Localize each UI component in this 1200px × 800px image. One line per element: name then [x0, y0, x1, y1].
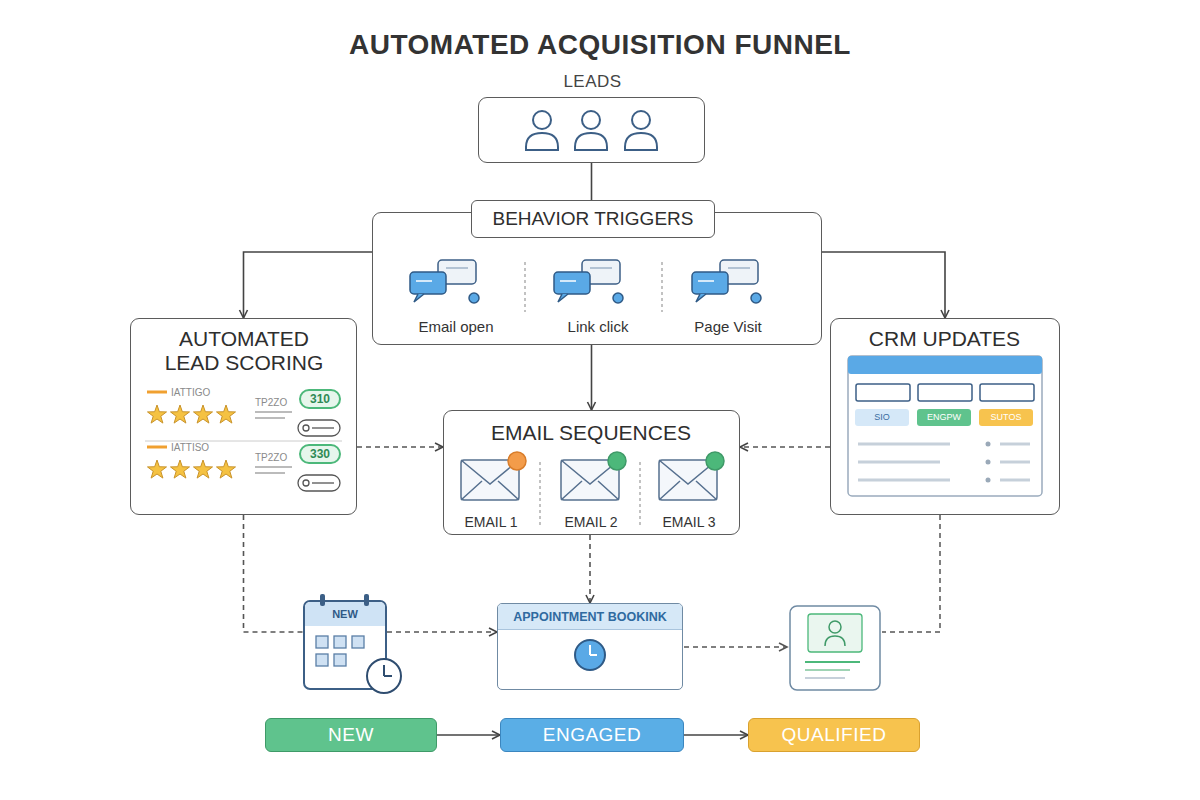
score-badge: 330 [299, 444, 341, 464]
stage-label: QUALIFIED [749, 719, 919, 750]
calendar-tag: NEW [305, 602, 385, 626]
connector [387, 631, 497, 633]
calendar-icon: NEW [303, 600, 387, 690]
score-badge: 310 [299, 389, 341, 409]
stage-pill: NEW [265, 718, 437, 752]
crm-panel: CRM UPDATES SIO ENGPW SUTOS [830, 318, 1060, 515]
score-label: IATTISO [171, 441, 251, 455]
sequence-panel: EMAIL SEQUENCES EMAIL 1 EMAIL 2 EMAIL 3 [443, 410, 740, 535]
trigger-label: Email open [396, 317, 516, 337]
score-label: IATTIGO [171, 386, 251, 400]
stage-label: ENGAGED [501, 719, 683, 750]
profile-card [790, 606, 880, 690]
stage-label: NEW [266, 719, 436, 750]
email-label: EMAIL 2 [551, 513, 631, 531]
panel-heading: EMAIL SEQUENCES [444, 421, 738, 447]
diagram-title: AUTOMATED ACQUISITION FUNNEL [0, 28, 1200, 62]
panel-heading: CRM UPDATES [831, 327, 1058, 353]
profile-card [790, 606, 880, 690]
card-heading: APPOINTMENT BOOKINK [498, 604, 682, 630]
score-code: TP2ZO [255, 451, 299, 465]
connector [244, 252, 373, 318]
dashed-flow [882, 515, 940, 632]
trigger-panel: BEHAVIOR TRIGGERSEmail openLink clickPag… [372, 212, 822, 345]
profile-card [829, 621, 841, 633]
connector [244, 515, 304, 632]
panel-header: BEHAVIOR TRIGGERS [471, 200, 715, 238]
profile-card [805, 677, 845, 679]
score-code: TP2ZO [255, 396, 299, 410]
stage-pill: QUALIFIED [748, 718, 920, 752]
panel-heading: AUTOMATED LEAD SCORING [154, 327, 334, 379]
leads-box: LEADS [478, 97, 705, 163]
connector [684, 734, 748, 736]
dashed-flow [684, 646, 787, 648]
profile-card [825, 636, 845, 646]
trigger-label: Page Visit [668, 317, 788, 337]
profile-card [805, 661, 860, 663]
status-pill: ENGPW [917, 409, 971, 426]
trigger-label: Link click [538, 317, 658, 337]
connector [437, 734, 500, 736]
stage-pill: ENGAGED [500, 718, 684, 752]
scoring-panel: AUTOMATED LEAD SCORINGIATTIGOTP2ZO310IAT… [130, 318, 357, 515]
status-pill: SUTOS [979, 409, 1033, 426]
email-label: EMAIL 3 [649, 513, 729, 531]
connector [589, 535, 591, 603]
node-heading: LEADS [479, 71, 706, 93]
connector [591, 345, 593, 410]
connector [740, 446, 830, 448]
connector [357, 446, 443, 448]
connector [822, 252, 945, 318]
profile-card [805, 669, 850, 671]
status-pill: SIO [855, 409, 909, 426]
profile-card [808, 614, 862, 652]
booking-card: APPOINTMENT BOOKINK [497, 603, 683, 690]
email-label: EMAIL 1 [451, 513, 531, 531]
